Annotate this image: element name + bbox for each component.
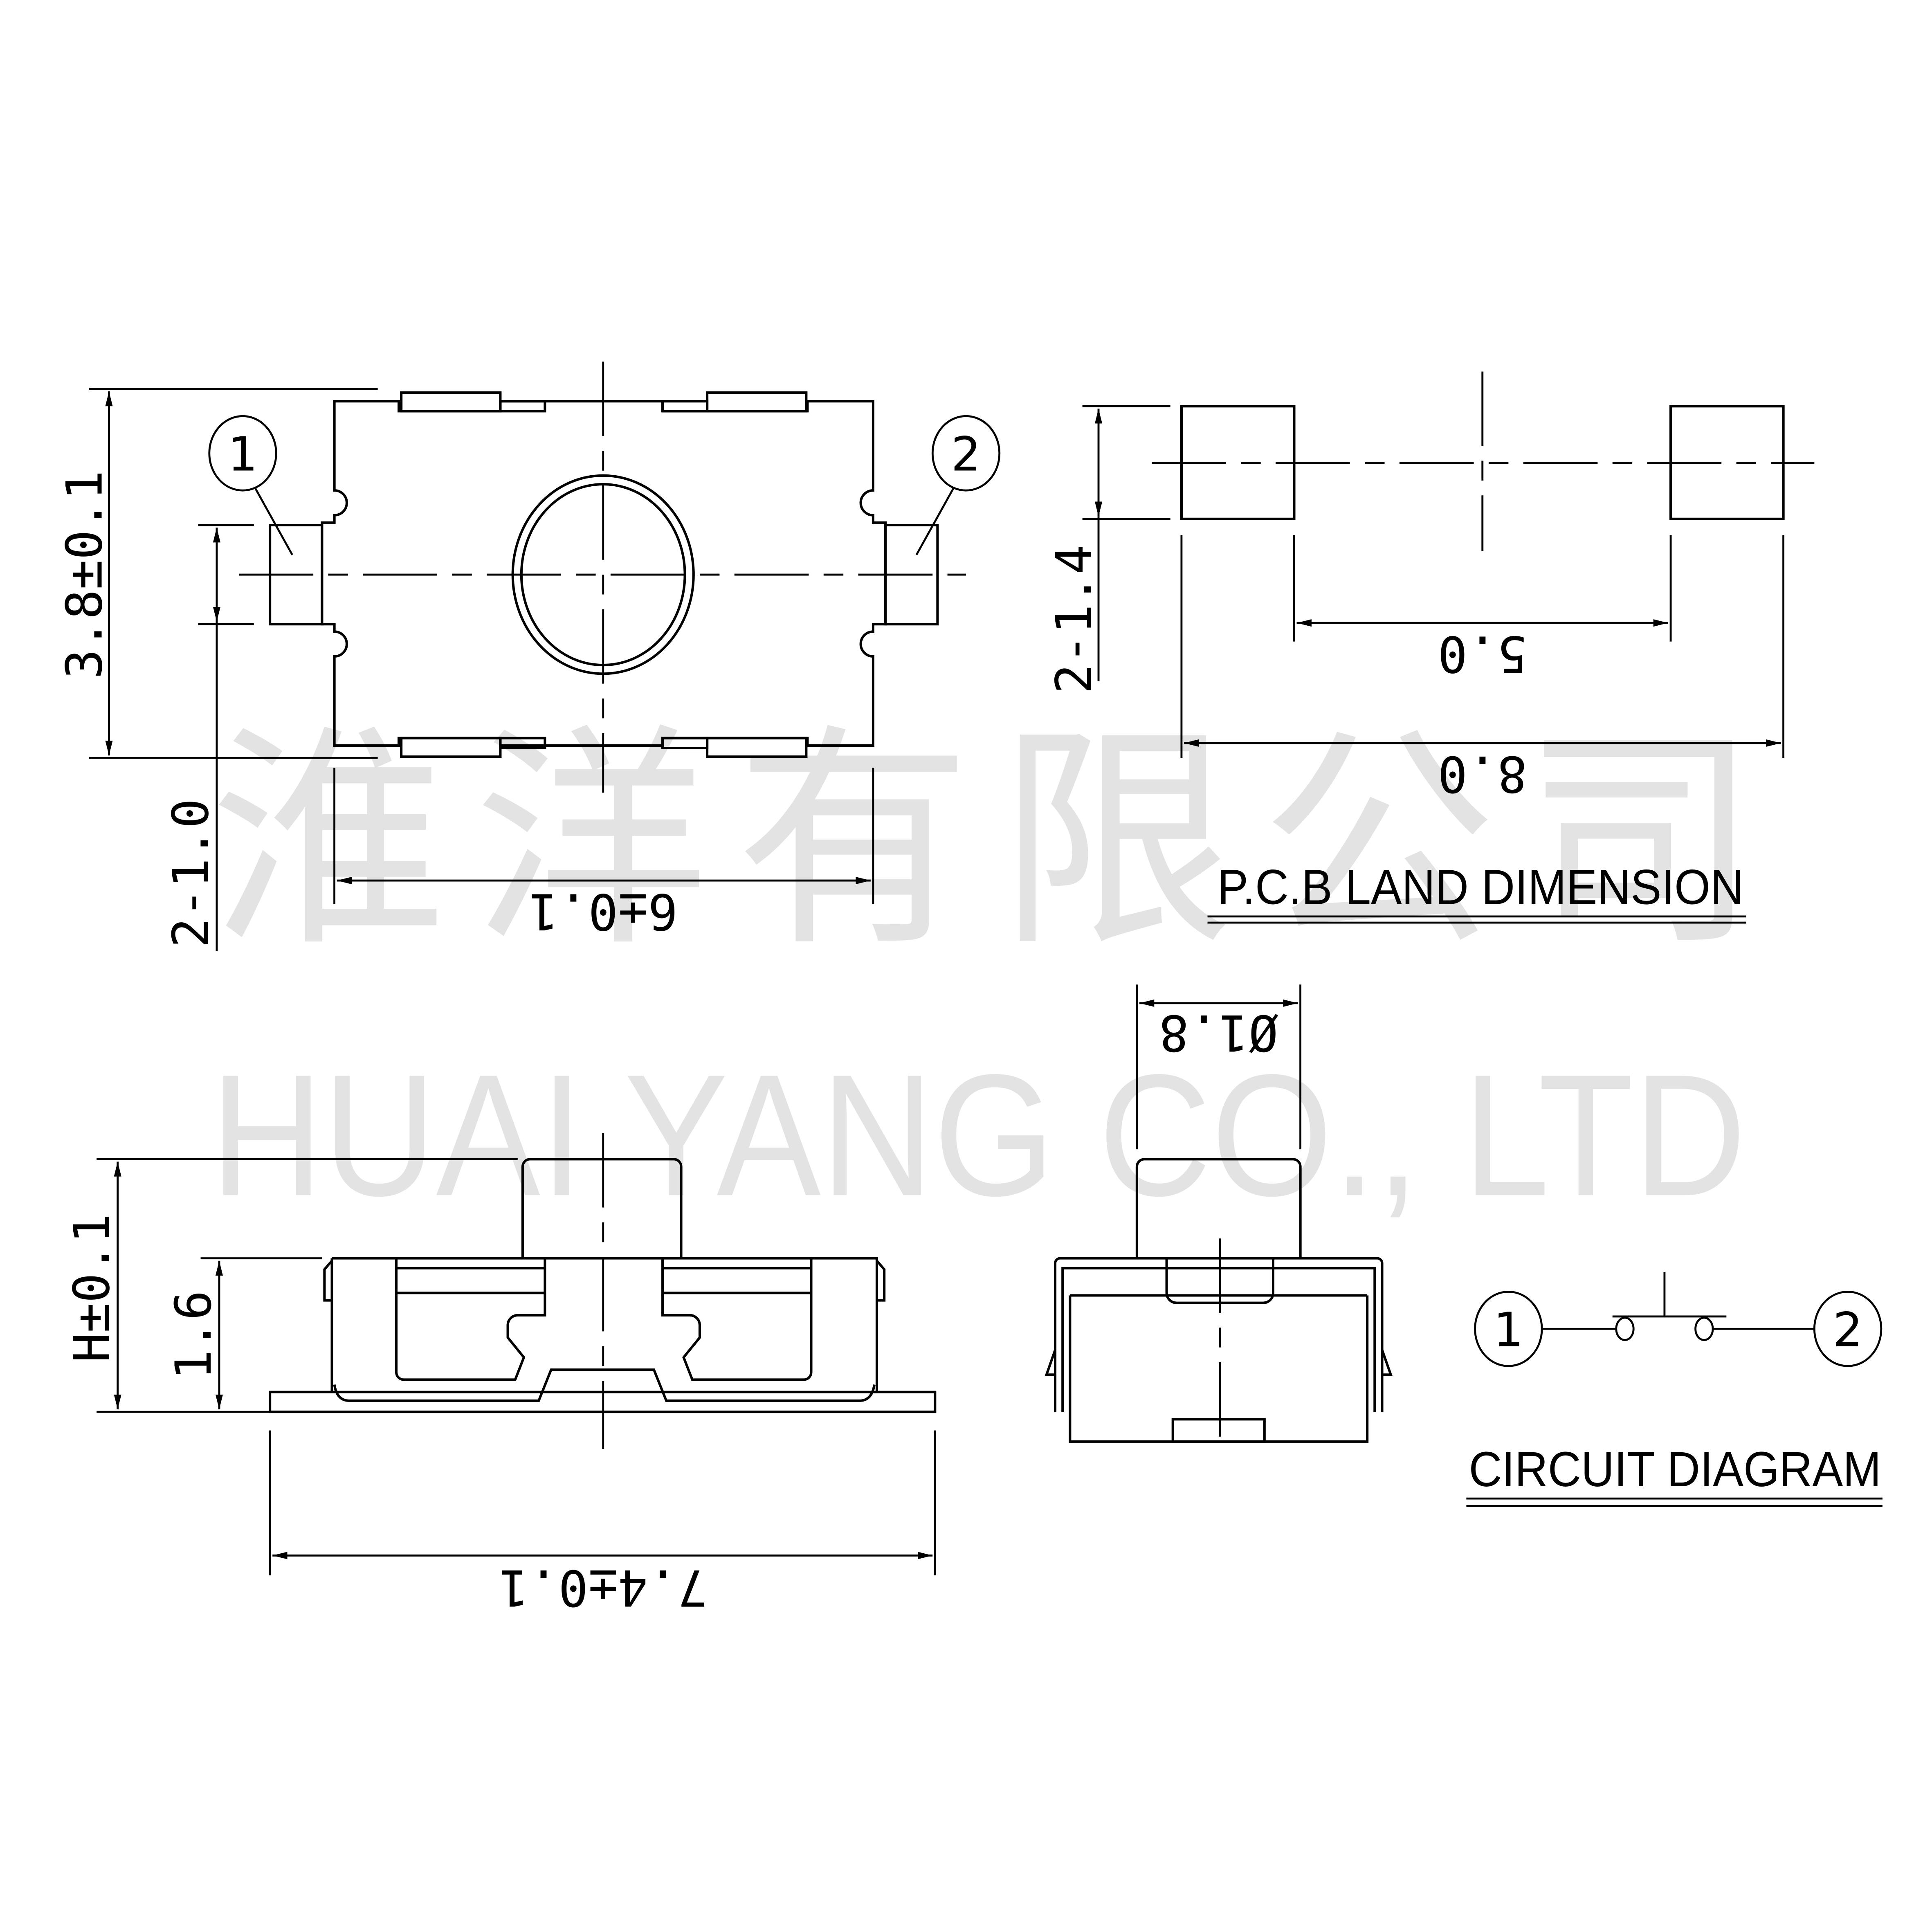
pin-1-label: 1 [228, 427, 258, 482]
top-view: 1 2 3.8±0.1 2-1.0 6±0.1 [56, 362, 1001, 951]
top-tab-right [706, 391, 808, 413]
circuit-diagram: 1 2 CIRCUIT DIAGRAM [1466, 1272, 1883, 1507]
watermark-chinese: 淮 洋 有 限 公 司 [211, 704, 1759, 978]
pin-1-callout [208, 415, 277, 492]
inner-span-dim-text: 5.0 [1438, 625, 1527, 682]
pin-width-dim-text: 2-1.0 [162, 799, 220, 948]
pin-1-leader [254, 487, 293, 555]
side-view: Ø1.8 [1045, 984, 1393, 1443]
height-dim-text: 3.8±0.1 [56, 470, 113, 679]
pin-2-callout [931, 415, 1001, 492]
width-dim-text: 6±0.1 [528, 882, 678, 940]
top-tab-left-small [499, 400, 546, 413]
pcb-land-title: P.C.B LAND DIMENSION [1218, 859, 1744, 915]
outer-span-dim-text: 8.0 [1438, 745, 1527, 802]
total-height-dim-text: H±0.1 [63, 1213, 121, 1363]
circuit-pin-1-label: 1 [1494, 1303, 1523, 1358]
housing-front [330, 1257, 878, 1392]
contact-right [1694, 1316, 1714, 1341]
side-bottom-tab [1171, 1418, 1266, 1443]
left-contact [395, 1258, 546, 1381]
top-tab-right-small [661, 400, 709, 413]
actuator-diameter-dim-text: Ø1.8 [1159, 1004, 1278, 1061]
pcb-land-view: 2-1.4 5.0 8.0 P.C.B LAND DIMENSION [1045, 371, 1815, 924]
circuit-pin-2-label: 2 [1833, 1303, 1862, 1358]
bottom-tab-left-small [499, 737, 546, 750]
contact-left [1615, 1316, 1635, 1341]
pad-height-dim-text: 2-1.4 [1045, 545, 1103, 694]
body-height-dim-text: 1.6 [165, 1290, 222, 1380]
watermark-english: HUAI YANG CO., LTD [211, 1038, 1746, 1232]
switch-body-outline [321, 400, 887, 747]
actuator-side [1135, 1158, 1302, 1258]
side-frame [1054, 1257, 1384, 1412]
actuator-front [521, 1158, 683, 1258]
width-7-4-dim-text: 7.4±0.1 [499, 1559, 708, 1616]
front-view: H±0.1 1.6 7.4±0.1 [63, 1133, 937, 1616]
bottom-tab-right [706, 737, 808, 758]
top-tab-left [400, 391, 502, 413]
right-contact [661, 1258, 813, 1381]
watermark: 淮 洋 有 限 公 司 HUAI YANG CO., LTD [211, 704, 1759, 1232]
pin-2-label: 2 [951, 427, 981, 482]
circuit-title: CIRCUIT DIAGRAM [1469, 1441, 1881, 1497]
pin-2-leader [915, 487, 955, 555]
